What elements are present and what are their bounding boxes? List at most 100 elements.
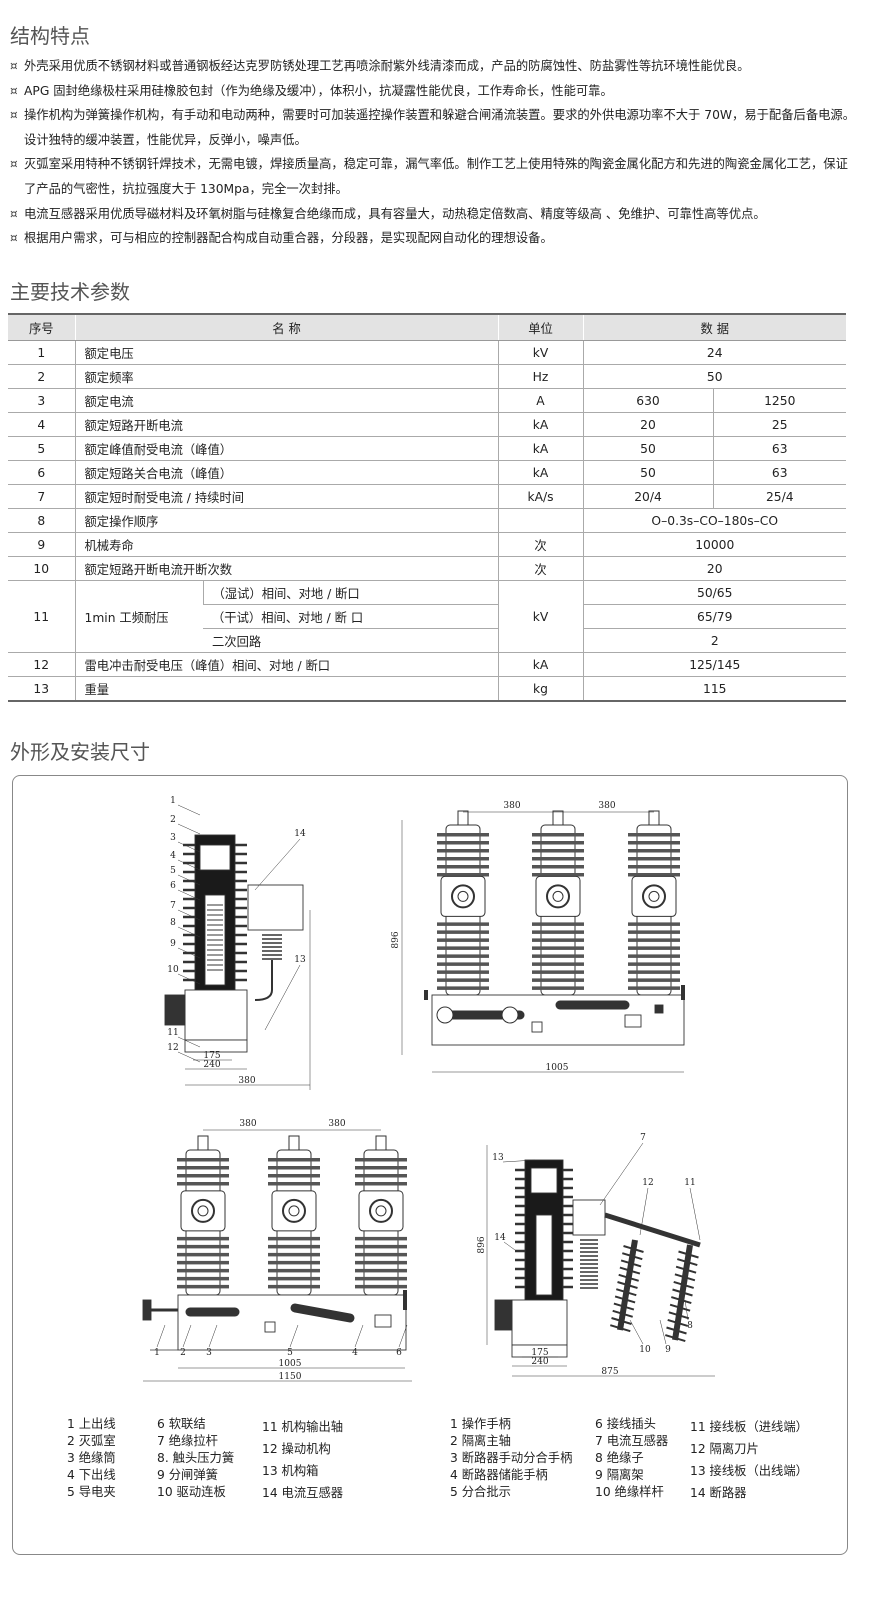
drawing-line [177, 859, 201, 871]
drawing-line [177, 841, 201, 853]
terminal [552, 810, 564, 826]
cell-value: 24 [582, 340, 846, 365]
legend-item: 14 电流互感器 [262, 1486, 344, 1500]
dimension-label: 10 [639, 1345, 651, 1355]
shed [628, 922, 680, 926]
legend-item: 1 上出线 [67, 1417, 116, 1431]
legend-item: 4 下出线 [67, 1468, 116, 1482]
shed [532, 857, 584, 861]
legend-item: 11 机构输出轴 [262, 1420, 344, 1434]
cell-no: 2 [8, 364, 75, 389]
legend-item: 6 软联结 [157, 1417, 206, 1431]
cell-name: 额定电流 [74, 388, 498, 413]
shed [437, 841, 489, 845]
shed [628, 946, 680, 950]
cell-unit: kA [497, 460, 583, 485]
shed [437, 873, 489, 877]
section-title-features: 结构特点 [10, 24, 90, 48]
legend-item: 10 绝缘样杆 [595, 1485, 664, 1499]
drawing-line [675, 1265, 697, 1274]
cell-no: 6 [8, 460, 75, 485]
operating-handle [142, 1299, 152, 1321]
drawing-line [177, 909, 201, 921]
shed [355, 1252, 407, 1257]
cell-value: 1250 [712, 388, 846, 413]
legend-item: 9 隔离架 [595, 1468, 644, 1482]
terminal [375, 1135, 387, 1151]
shed [532, 954, 584, 958]
dimension-label: 7 [640, 1133, 646, 1143]
drawing-line [665, 1334, 686, 1343]
shed [355, 1244, 407, 1249]
cell-no: 10 [8, 556, 75, 581]
feature-item: APG 固封绝缘极柱采用硅橡胶包封（作为绝缘及缓冲），体积小，抗凝露性能优良，工… [10, 79, 860, 104]
shed [177, 1158, 229, 1162]
drawing-line [669, 1303, 691, 1312]
cell-no: 12 [8, 652, 75, 677]
cell-value: 50 [582, 364, 846, 389]
drawing-part [374, 1314, 392, 1328]
dimension-label: 6 [170, 881, 176, 891]
shed [177, 1174, 229, 1178]
cable [254, 989, 273, 1001]
legend-item: 1 操作手柄 [450, 1417, 511, 1431]
dimension-label: 1005 [546, 1063, 569, 1073]
shed [437, 922, 489, 926]
pivot [501, 1006, 519, 1024]
shed [177, 1252, 229, 1257]
cell-name: 额定短时耐受电流 / 持续时间 [74, 484, 498, 509]
dimension-label: 175 [531, 1348, 548, 1358]
dimension-label: 1 [170, 796, 176, 806]
shed [628, 954, 680, 958]
legend-item: 13 机构箱 [262, 1464, 319, 1478]
shed [437, 930, 489, 934]
dimension-label: 5 [287, 1348, 293, 1358]
drawing-line [629, 1319, 644, 1345]
drawing-line [618, 1273, 639, 1282]
cell-name: 额定短路开断电流开断次数 [74, 556, 498, 581]
motor [164, 994, 186, 1026]
dimension-label: 14 [494, 1233, 506, 1243]
shed [177, 1236, 229, 1241]
terminal [197, 1135, 209, 1151]
cell-unit: 次 [497, 532, 583, 557]
shed [437, 849, 489, 853]
shed [268, 1166, 320, 1170]
shed [532, 873, 584, 877]
shed [628, 938, 680, 942]
drawing-line [177, 804, 201, 816]
legend-item: 5 分合批示 [450, 1485, 511, 1499]
cell-unit: 次 [497, 556, 583, 581]
cell-no: 3 [8, 388, 75, 413]
shed [628, 873, 680, 877]
dimension-label: 8 [687, 1321, 693, 1331]
cell-name: 雷电冲击耐受电压（峰值）相间、对地 / 断口 [74, 652, 498, 677]
dimension-label: 7 [170, 901, 176, 911]
legend-item: 5 导电夹 [67, 1485, 116, 1499]
drawing-line [674, 1273, 696, 1282]
drawing-line [177, 926, 201, 938]
shed [628, 833, 680, 837]
shed [532, 833, 584, 837]
shed [437, 970, 489, 974]
drawing-part [624, 1014, 642, 1028]
drawing-part [531, 1021, 543, 1033]
cell-unit: Hz [497, 364, 583, 389]
cell-unit: kA [497, 436, 583, 461]
drawing-line [177, 973, 201, 985]
drawing-line [599, 1142, 644, 1206]
drawing-line [177, 823, 201, 835]
cell-value: 125/145 [582, 652, 846, 677]
feature-item: 电流互感器采用优质导磁材料及环氧树脂与硅橡复合绝缘而成，具有容量大，动热稳定倍数… [10, 202, 860, 227]
section-title-specs: 主要技术参数 [10, 280, 130, 304]
legend-item: 7 绝缘拉杆 [157, 1434, 218, 1448]
shed [628, 857, 680, 861]
shed [437, 857, 489, 861]
dimension-label: 2 [180, 1348, 186, 1358]
cell-unit: kA [497, 412, 583, 437]
drawing-line [668, 1311, 690, 1320]
section-title-drawings: 外形及安装尺寸 [10, 740, 150, 764]
